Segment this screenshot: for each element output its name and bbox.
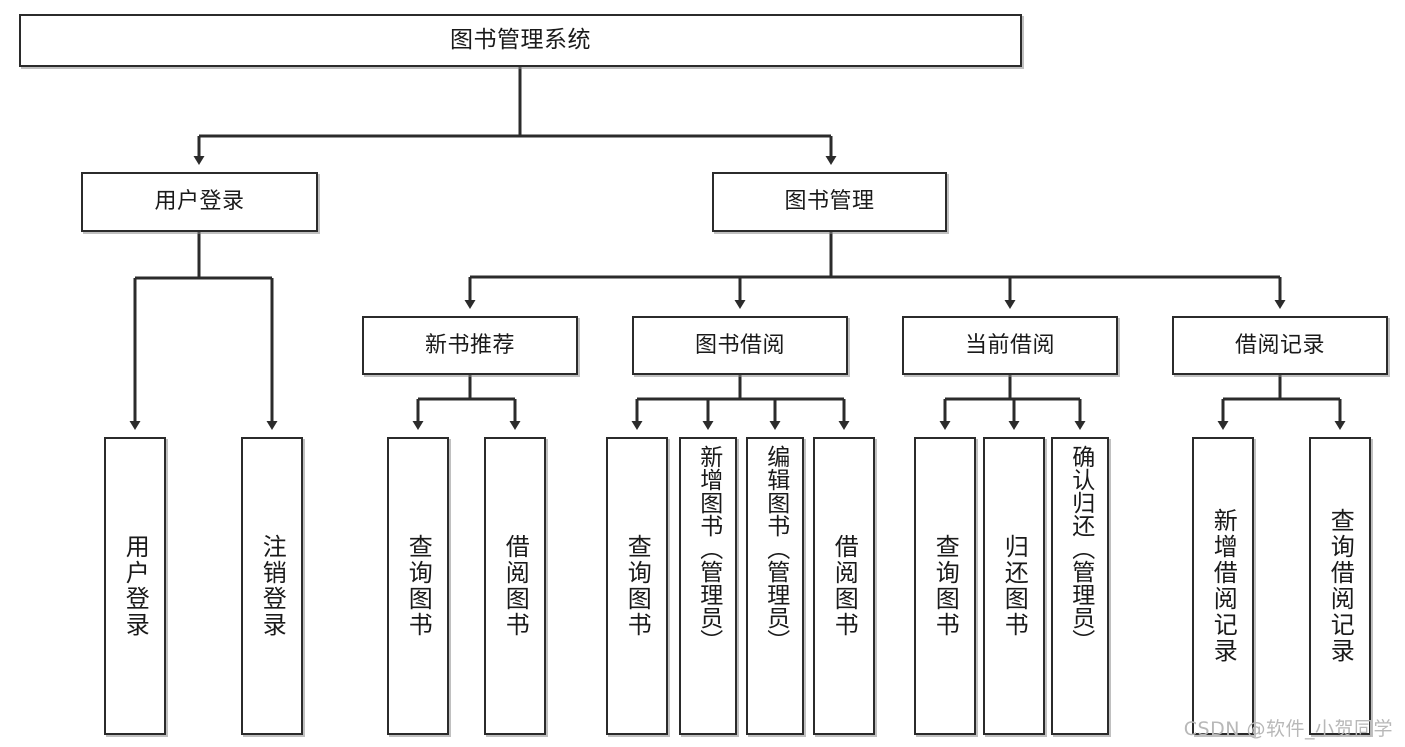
node-leaf-logout[interactable]: 注销登录 <box>241 437 303 735</box>
node-user-login-label: 用户登录 <box>154 189 245 215</box>
node-leaf-add-borrow-record[interactable]: 新增借阅记录 <box>1192 437 1254 735</box>
node-leaf-edit-book-admin-label: 编辑图书（管理员） <box>762 445 789 652</box>
node-leaf-query-book-3[interactable]: 查询图书 <box>914 437 976 735</box>
node-leaf-query-book-2[interactable]: 查询图书 <box>606 437 668 735</box>
node-leaf-borrow-book-1-label: 借阅图书 <box>501 534 530 638</box>
node-leaf-confirm-return-admin-label: 确认归还（管理员） <box>1067 445 1094 652</box>
node-current-borrow[interactable]: 当前借阅 <box>902 316 1118 375</box>
node-leaf-user-login[interactable]: 用户登录 <box>104 437 166 735</box>
node-root-label: 图书管理系统 <box>450 26 591 53</box>
node-book-borrow-label: 图书借阅 <box>694 332 785 358</box>
node-leaf-borrow-book-2-label: 借阅图书 <box>830 534 859 638</box>
node-leaf-borrow-book-1[interactable]: 借阅图书 <box>484 437 546 735</box>
node-book-borrow[interactable]: 图书借阅 <box>632 316 848 375</box>
node-user-login[interactable]: 用户登录 <box>81 172 318 232</box>
node-leaf-query-book-1-label: 查询图书 <box>404 534 433 638</box>
node-leaf-query-book-3-label: 查询图书 <box>931 534 960 638</box>
node-leaf-return-book-label: 归还图书 <box>1000 534 1029 638</box>
node-leaf-query-book-2-label: 查询图书 <box>623 534 652 638</box>
node-borrow-record-label: 借阅记录 <box>1234 332 1325 358</box>
node-leaf-logout-label: 注销登录 <box>258 534 287 638</box>
node-leaf-confirm-return-admin[interactable]: 确认归还（管理员） <box>1051 437 1109 735</box>
node-borrow-record[interactable]: 借阅记录 <box>1172 316 1388 375</box>
node-book-management[interactable]: 图书管理 <box>712 172 947 232</box>
node-root[interactable]: 图书管理系统 <box>19 14 1022 67</box>
node-leaf-add-borrow-record-label: 新增借阅记录 <box>1209 508 1238 664</box>
node-leaf-edit-book-admin[interactable]: 编辑图书（管理员） <box>746 437 804 735</box>
node-book-management-label: 图书管理 <box>784 189 875 215</box>
node-leaf-query-book-1[interactable]: 查询图书 <box>387 437 449 735</box>
node-leaf-add-book-admin-label: 新增图书（管理员） <box>695 445 722 652</box>
node-current-borrow-label: 当前借阅 <box>964 332 1055 358</box>
node-leaf-query-borrow-record[interactable]: 查询借阅记录 <box>1309 437 1371 735</box>
node-leaf-query-borrow-record-label: 查询借阅记录 <box>1326 508 1355 664</box>
node-leaf-user-login-label: 用户登录 <box>121 534 150 638</box>
node-leaf-add-book-admin[interactable]: 新增图书（管理员） <box>679 437 737 735</box>
node-new-book-recommend[interactable]: 新书推荐 <box>362 316 578 375</box>
node-leaf-return-book[interactable]: 归还图书 <box>983 437 1045 735</box>
node-leaf-borrow-book-2[interactable]: 借阅图书 <box>813 437 875 735</box>
node-new-book-recommend-label: 新书推荐 <box>424 332 515 358</box>
